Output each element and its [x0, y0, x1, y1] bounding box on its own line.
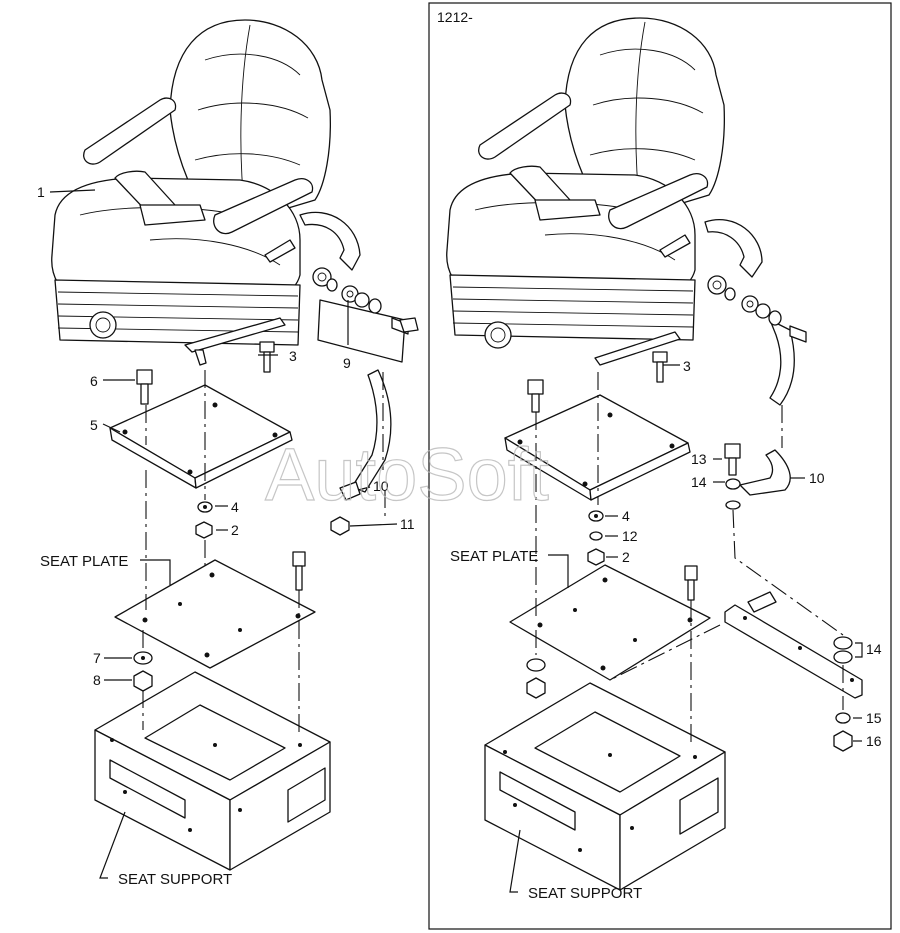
- callout-4-right: 4: [622, 508, 630, 524]
- washer-15-right: [835, 712, 851, 724]
- nut-8-left: [133, 670, 153, 692]
- bolt-seat-plate-right: [684, 565, 698, 581]
- callout-7-left: 7: [93, 650, 101, 666]
- callout-15-right: 15: [866, 710, 882, 726]
- seat-support-right: [484, 682, 726, 891]
- callout-16-right: 16: [866, 733, 882, 749]
- right-assembly: 1212-: [428, 2, 892, 930]
- nut-2-left: [195, 521, 213, 539]
- bolt-seat-plate-left: [292, 551, 306, 567]
- right-panel-frame: [428, 2, 892, 930]
- callout-8-left: 8: [93, 672, 101, 688]
- washer-14-right: [725, 478, 741, 490]
- mount-plate-5-left: [109, 384, 293, 489]
- right-panel-header: 1212-: [437, 9, 473, 25]
- watermark: AutoSoft: [265, 433, 549, 516]
- washers-right: [707, 275, 807, 343]
- seat-support-label-left: SEAT SUPPORT: [118, 871, 232, 888]
- side-bracket-right: [724, 591, 863, 699]
- callout-2-left: 2: [231, 522, 239, 538]
- seat-plate-label-left: SEAT PLATE: [40, 553, 128, 570]
- seat-support-left: [94, 671, 331, 871]
- callout-10-right: 10: [809, 470, 825, 486]
- washers-9-left: [312, 267, 419, 335]
- nut-11-left: [330, 516, 350, 536]
- callout-1-left: 1: [37, 184, 45, 200]
- seat-drawing-left: [51, 19, 331, 366]
- seat-plate-label-right: SEAT PLATE: [450, 548, 538, 565]
- mount-plate-right: [504, 394, 691, 501]
- nut-16-right: [833, 730, 853, 752]
- callout-5-left: 5: [90, 417, 98, 433]
- bolt-plate-right: [527, 379, 544, 395]
- left-assembly: 1 9 3 6 5 4 2 10 11 7 8 SEAT PLATE SEAT …: [37, 19, 419, 888]
- bolt-3-right: [652, 351, 668, 363]
- callout-9-left: 9: [343, 355, 351, 371]
- callout-3-left: 3: [289, 348, 297, 364]
- callout-13-right: 13: [691, 451, 707, 467]
- seat-support-label-right: SEAT SUPPORT: [528, 885, 642, 902]
- callout-4-left: 4: [231, 499, 239, 515]
- bolt-6-left: [136, 369, 153, 405]
- seat-plate-left: [114, 559, 316, 669]
- strap-10-left: [299, 211, 361, 271]
- strap-10-right: [704, 219, 763, 278]
- callout-10-left: 10: [373, 478, 389, 494]
- callout-14-right-top: 14: [691, 474, 707, 490]
- nut-2-right: [587, 548, 605, 566]
- callout-3-right: 3: [683, 358, 691, 374]
- seat-plate-right: [509, 564, 711, 681]
- bolt-13-right: [724, 443, 741, 459]
- callout-11-left: 11: [400, 516, 415, 532]
- callout-2-right: 2: [622, 549, 630, 565]
- callout-14-right-bottom: 14: [866, 641, 882, 657]
- callout-12-right: 12: [622, 528, 638, 544]
- callout-6-left: 6: [90, 373, 98, 389]
- washer-12-right: [589, 531, 603, 541]
- bolt-3-left: [259, 341, 275, 373]
- seat-drawing-right: [446, 17, 725, 366]
